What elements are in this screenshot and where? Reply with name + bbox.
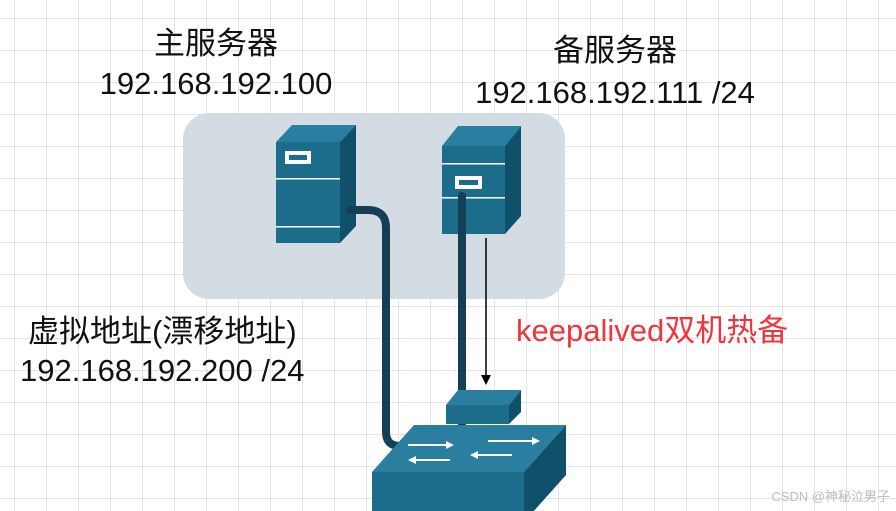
virtual-ip-title: 虚拟地址(漂移地址) (28, 314, 297, 349)
watermark: CSDN @神秘泣男子 (771, 489, 890, 504)
virtual-ip-address: 192.168.192.200 /24 (20, 353, 305, 388)
backup-server-title: 备服务器 (553, 33, 677, 68)
primary-server-icon[interactable] (276, 125, 356, 243)
primary-server-title: 主服务器 (154, 26, 278, 61)
ha-label: keepalived双机热备 (516, 313, 789, 348)
primary-cable (346, 206, 416, 450)
primary-server-ip: 192.168.192.100 (99, 66, 333, 101)
backup-server-icon[interactable] (442, 126, 521, 234)
small-device-icon[interactable] (446, 390, 521, 424)
switch-icon[interactable] (372, 425, 566, 511)
backup-server-ip: 192.168.192.111 /24 (475, 75, 755, 110)
